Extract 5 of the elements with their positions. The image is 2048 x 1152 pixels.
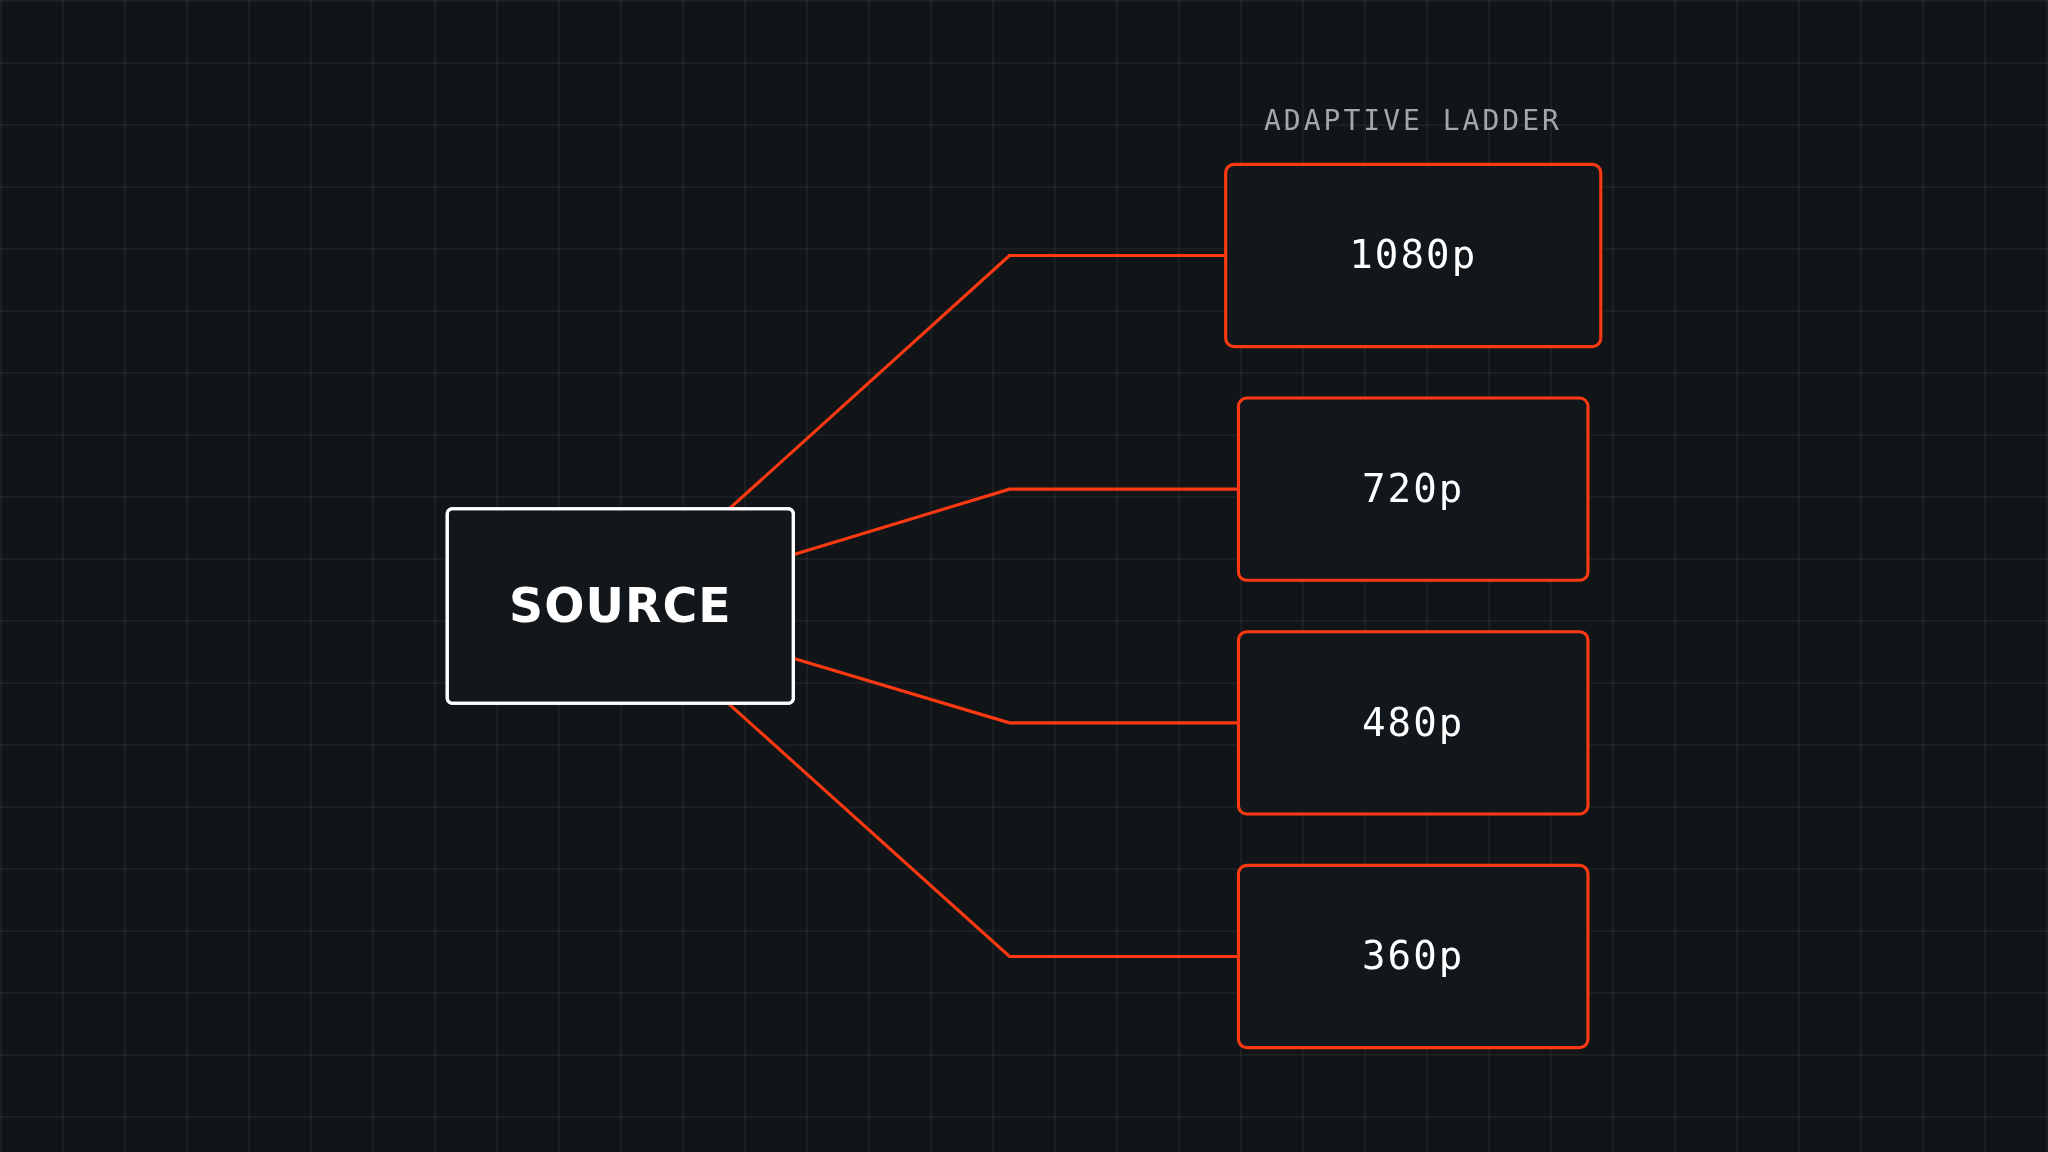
section-label: ADAPTIVE LADDER xyxy=(1264,104,1562,137)
node-box: 720p xyxy=(1236,396,1590,582)
node-box: 360p xyxy=(1236,863,1590,1050)
node-box: 480p xyxy=(1236,630,1590,816)
node-box: 1080p xyxy=(1224,162,1603,349)
